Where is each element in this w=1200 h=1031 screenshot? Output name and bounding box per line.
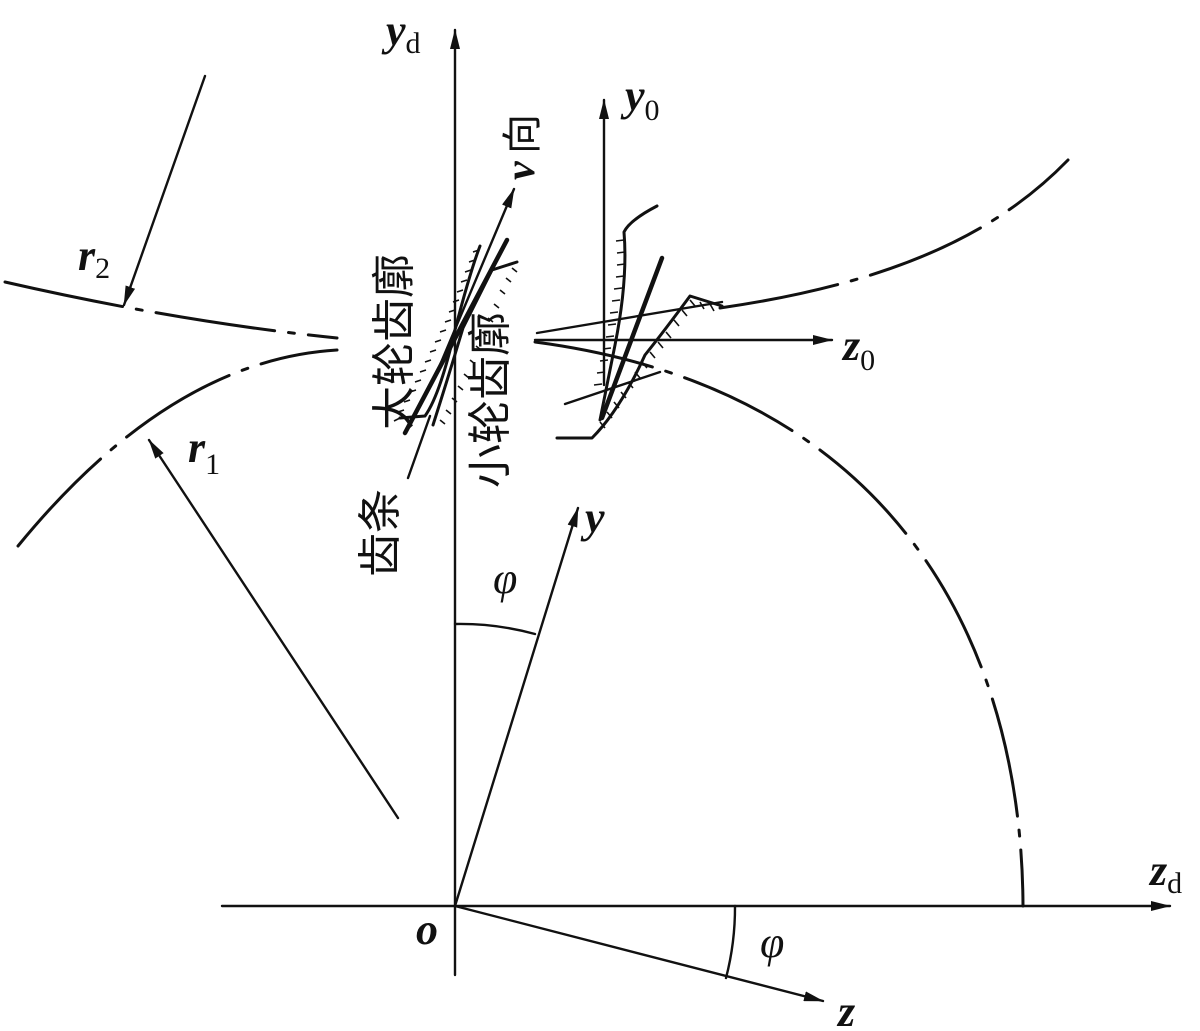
svg-text:v: v <box>498 160 544 180</box>
right-rack-line-thin <box>563 370 662 406</box>
radius-r2-label: r2 <box>78 231 110 285</box>
small-gear-profile-label: 小轮齿廓 <box>465 312 516 488</box>
axis-yd-label: yd <box>381 6 421 60</box>
angle-label-top: φ <box>493 554 517 603</box>
right-profile-hatch <box>593 239 715 429</box>
radius-r1-label: r1 <box>188 423 220 481</box>
right-rack-line <box>599 255 665 421</box>
v-direction-label: v 向 <box>498 114 546 180</box>
right-tooth-profile-upper <box>598 204 659 422</box>
right-tooth-profile-lower <box>555 294 724 440</box>
central-profile-hatch <box>393 249 518 425</box>
angle-arc-bottom <box>724 904 737 980</box>
axis-z-rotated <box>453 904 825 1003</box>
gear-pitch-curve-right <box>718 158 1070 310</box>
gear-pitch-curve-left <box>3 280 339 340</box>
big-gear-profile-label: 大轮齿廓 <box>369 254 420 430</box>
radius-r2-arrow <box>122 74 207 307</box>
rack-pointer-line <box>406 414 432 480</box>
axis-z0-label: z0 <box>841 321 875 377</box>
rack-label: 齿条 <box>355 489 406 577</box>
axis-y-label: y <box>580 493 605 542</box>
axis-z-label: z <box>836 987 855 1031</box>
axis-y0-label: y0 <box>620 71 660 127</box>
origin-label: o <box>416 905 438 954</box>
svg-text:向: 向 <box>500 114 546 154</box>
big-gear-tooth-profile <box>398 244 482 420</box>
axis-y-rotated <box>453 506 580 908</box>
tooth-tangent-line <box>535 300 724 335</box>
pinion-pitch-circle <box>16 348 339 548</box>
radius-r1-arrow <box>147 438 400 820</box>
angle-label-bottom: φ <box>760 918 784 967</box>
axis-zd-label: zd <box>1148 846 1182 900</box>
rack-tooth-line <box>402 237 510 436</box>
angle-arc-top <box>453 622 537 636</box>
pinion-pitch-circle-right <box>533 340 1025 908</box>
